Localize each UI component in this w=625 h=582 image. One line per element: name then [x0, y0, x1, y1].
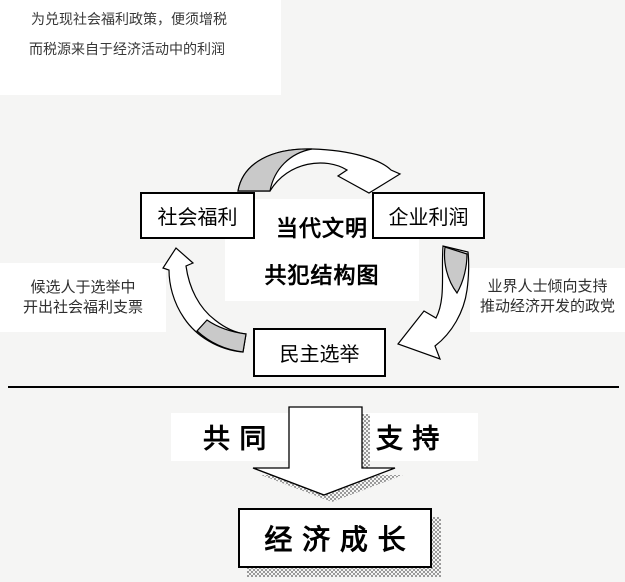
label-support: 支 持 — [376, 424, 440, 455]
arrow-profit-to-election-tail — [443, 246, 468, 295]
node-democratic-election: 民主选举 — [253, 328, 386, 377]
note-industry: 业界人士倾向支持 推动经济开发的政党 — [470, 268, 625, 332]
section-divider — [8, 386, 619, 388]
node-social-welfare: 社会福利 — [140, 192, 255, 239]
label-jointly: 共 同 — [203, 424, 267, 455]
arrow-profit-to-election-icon — [397, 245, 470, 361]
note-tax-source: 为兑现社会福利政策，便须增税 而税源来自于经济活动中的利润 — [0, 0, 281, 95]
note-tax-source-line1: 为兑现社会福利政策，便须增税 — [31, 12, 227, 28]
arrow-election-to-welfare-body — [162, 247, 247, 353]
arrow-welfare-to-profit-tail — [237, 148, 313, 192]
cycle-title-line1: 当代文明 — [275, 216, 368, 242]
big-down-arrow-icon — [252, 406, 403, 502]
note-candidates: 候选人于选举中 开出社会福利支票 — [0, 263, 166, 332]
node-economic-growth: 经 济 成 长 — [238, 508, 432, 568]
node-corporate-profit: 企业利润 — [372, 192, 485, 239]
cycle-title-line2: 共犯结构图 — [264, 263, 380, 289]
note-tax-source-line2: 而税源来自于经济活动中的利润 — [29, 42, 225, 58]
arrow-election-to-welfare-icon — [162, 247, 247, 353]
big-down-arrow-body — [252, 406, 396, 496]
arrow-election-to-welfare-tail — [196, 319, 247, 353]
note-candidates-line2: 开出社会福利支票 — [22, 298, 143, 316]
note-industry-line1: 业界人士倾向支持 — [487, 277, 608, 295]
note-candidates-line1: 候选人于选举中 — [30, 278, 136, 296]
arrow-welfare-to-profit-icon — [237, 148, 402, 194]
note-industry-line2: 推动经济开发的政党 — [479, 297, 615, 315]
